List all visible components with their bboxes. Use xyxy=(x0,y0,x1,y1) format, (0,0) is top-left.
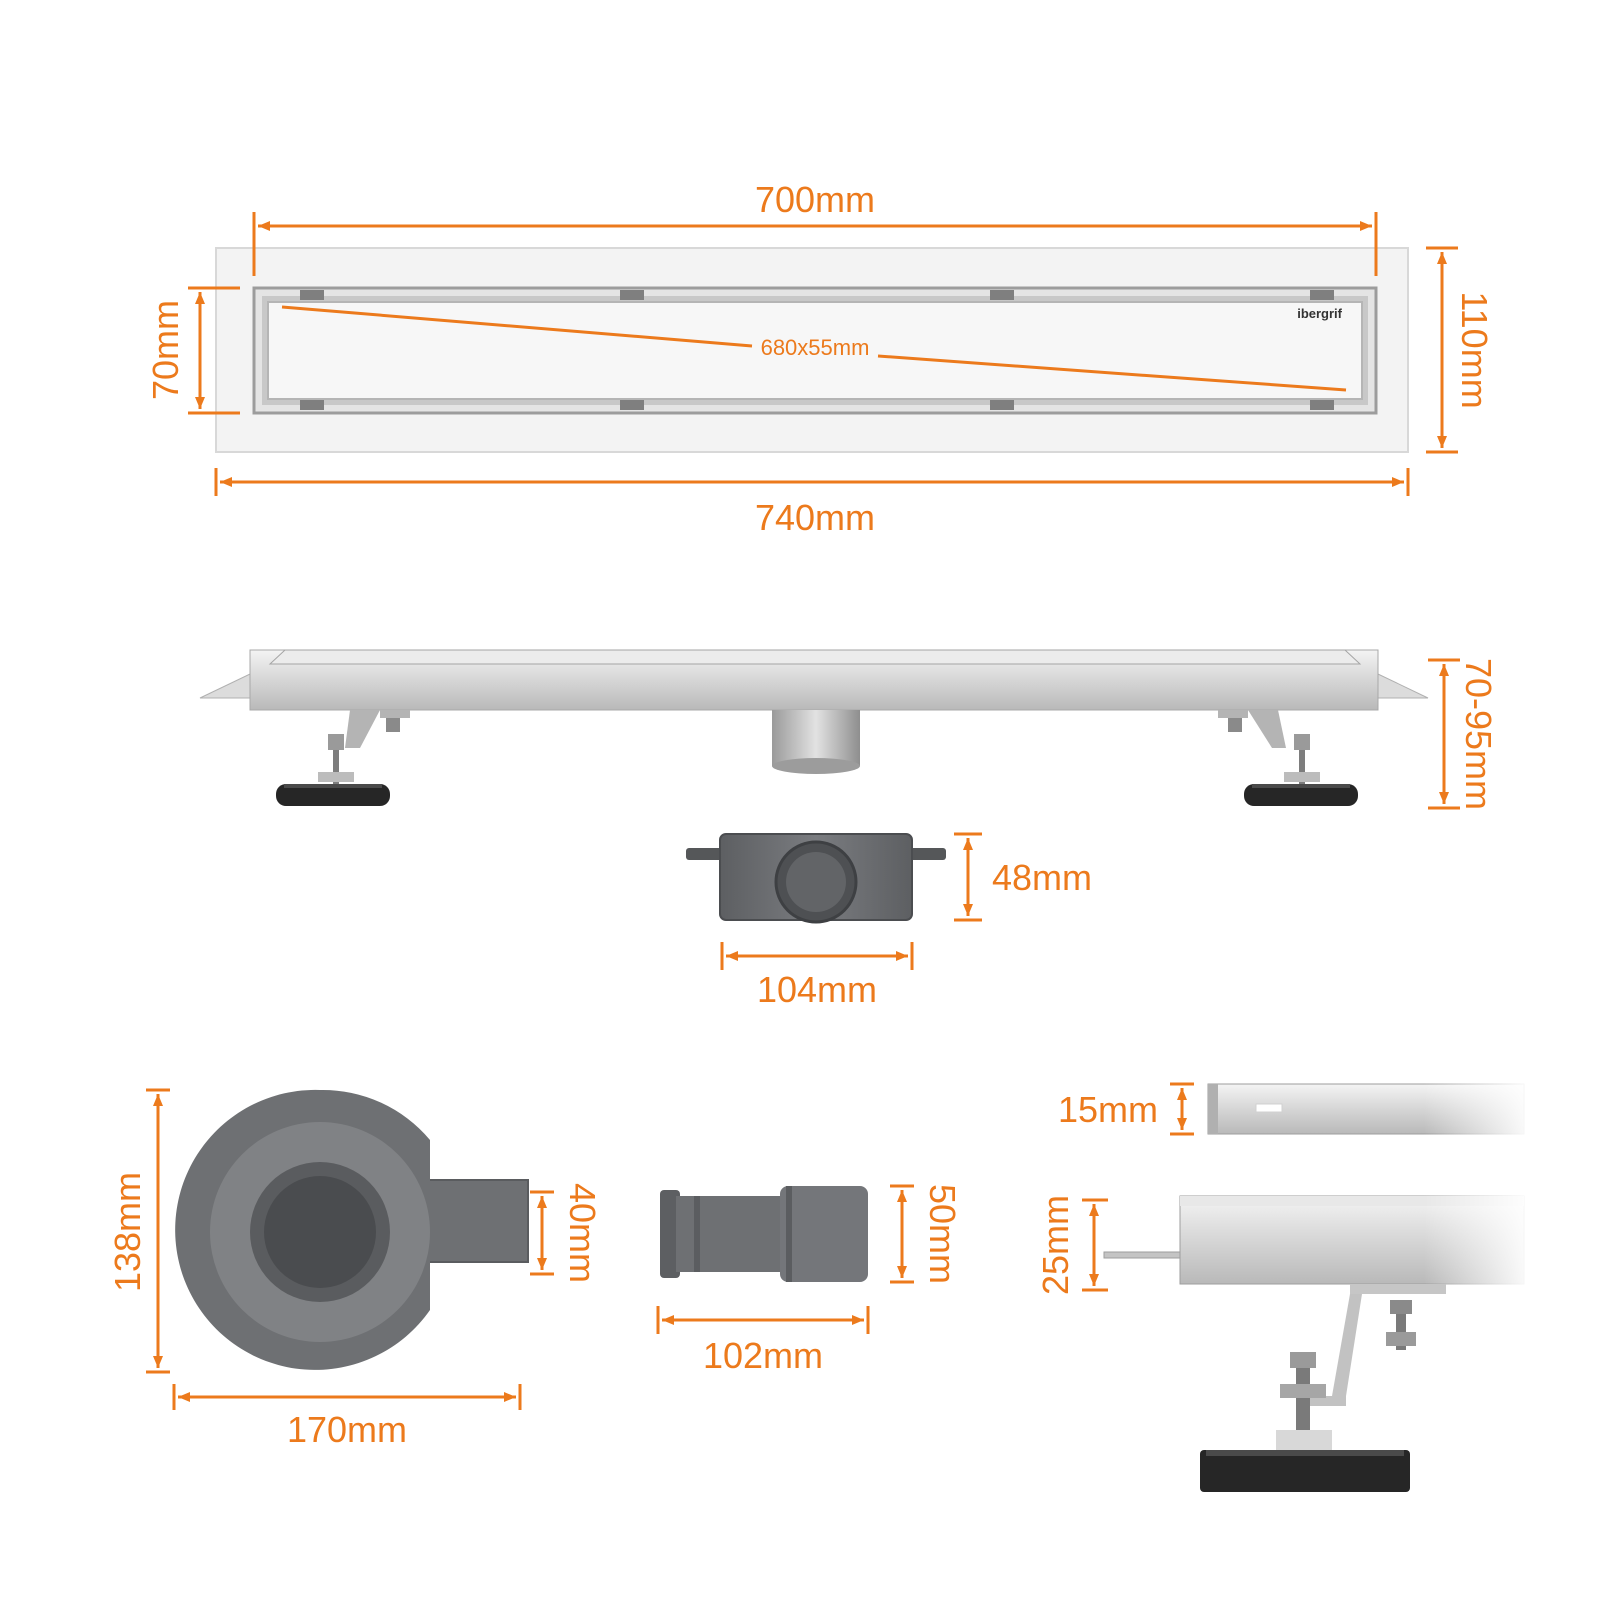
siphon-inlet xyxy=(264,1176,376,1288)
grate-cover xyxy=(267,301,1363,400)
brand-logo: ibergrif xyxy=(1297,306,1342,321)
grate-clip xyxy=(620,290,644,300)
grate-clip xyxy=(620,400,644,410)
grate-height-label: 15mm xyxy=(1058,1089,1158,1130)
adapter-view: 50mm 102mm xyxy=(656,1184,963,1376)
outlet-label: 40mm xyxy=(562,1183,603,1283)
adapter-socket xyxy=(780,1186,868,1282)
profile-detail-view: 15mm 25mm xyxy=(1035,1080,1534,1492)
grate-clip xyxy=(990,400,1014,410)
adapter-socket-edge xyxy=(786,1186,792,1282)
adjustable-foot-right xyxy=(1218,710,1358,806)
channel-profile-top xyxy=(1180,1196,1524,1206)
dimension-total-width xyxy=(1426,246,1458,454)
dimension-grate-width xyxy=(188,286,240,415)
siphon-side-outlet xyxy=(419,1179,529,1263)
side-height-label: 70-95mm xyxy=(1458,658,1499,810)
siphon-top-view: 138mm 170mm 40mm xyxy=(107,1088,603,1450)
grate-surface-label: 680x55mm xyxy=(761,335,870,360)
dimension-siphon-top-width xyxy=(172,1384,522,1410)
siphon-height-label: 48mm xyxy=(992,857,1092,898)
side-grate xyxy=(268,649,1362,665)
grate-clip xyxy=(1310,290,1334,300)
dimension-siphon-width xyxy=(720,942,914,970)
adjustable-foot-left xyxy=(276,710,410,806)
grate-surface-line xyxy=(281,305,753,348)
dimension-grate-height xyxy=(1170,1082,1194,1136)
siphon-width-label: 104mm xyxy=(757,969,877,1010)
outlet-pipe xyxy=(772,710,860,766)
channel-height-label: 25mm xyxy=(1035,1195,1076,1295)
siphon-top-height-label: 138mm xyxy=(107,1172,148,1292)
grate-surface-line xyxy=(877,354,1347,392)
grate-profile-slot xyxy=(1255,1103,1283,1113)
total-length-label: 740mm xyxy=(755,497,875,538)
grate-width-label: 70mm xyxy=(145,300,186,400)
adapter-diameter-label: 50mm xyxy=(922,1184,963,1284)
adapter-length-label: 102mm xyxy=(703,1335,823,1376)
outlet-pipe-bottom xyxy=(772,758,860,774)
fade-overlay xyxy=(1424,1080,1534,1138)
adapter-tube xyxy=(676,1196,780,1272)
fade-overlay xyxy=(1424,1192,1534,1288)
grate-clip xyxy=(1310,400,1334,410)
dimension-siphon-height xyxy=(954,832,982,922)
dimension-outlet xyxy=(530,1190,554,1276)
dimension-channel-height xyxy=(1082,1198,1108,1292)
grate-profile-edge xyxy=(1208,1084,1218,1134)
dimension-adapter-diameter xyxy=(890,1184,914,1284)
grate-clip xyxy=(990,290,1014,300)
dimension-siphon-top-height xyxy=(146,1088,170,1374)
adapter-groove xyxy=(694,1196,700,1272)
grate-clip xyxy=(300,400,324,410)
top-view: ibergrif 680x55mm 700mm 740mm xyxy=(145,179,1495,538)
adjustable-foot-detail xyxy=(1200,1284,1446,1492)
grate-length-label: 700mm xyxy=(755,179,875,220)
siphon-body-view: 48mm 104mm xyxy=(686,832,1092,1010)
siphon-outlet-inner xyxy=(786,852,846,912)
siphon-top-width-label: 170mm xyxy=(287,1409,407,1450)
dimension-side-height xyxy=(1428,658,1460,810)
side-view: 70-95mm xyxy=(199,649,1499,810)
dimension-grate-length xyxy=(252,212,1378,276)
dimension-total-length xyxy=(214,468,1410,496)
dimension-adapter-length xyxy=(656,1306,870,1334)
adapter-end-ring xyxy=(660,1190,680,1278)
grate-clip xyxy=(300,290,324,300)
total-width-label: 110mm xyxy=(1454,291,1495,408)
